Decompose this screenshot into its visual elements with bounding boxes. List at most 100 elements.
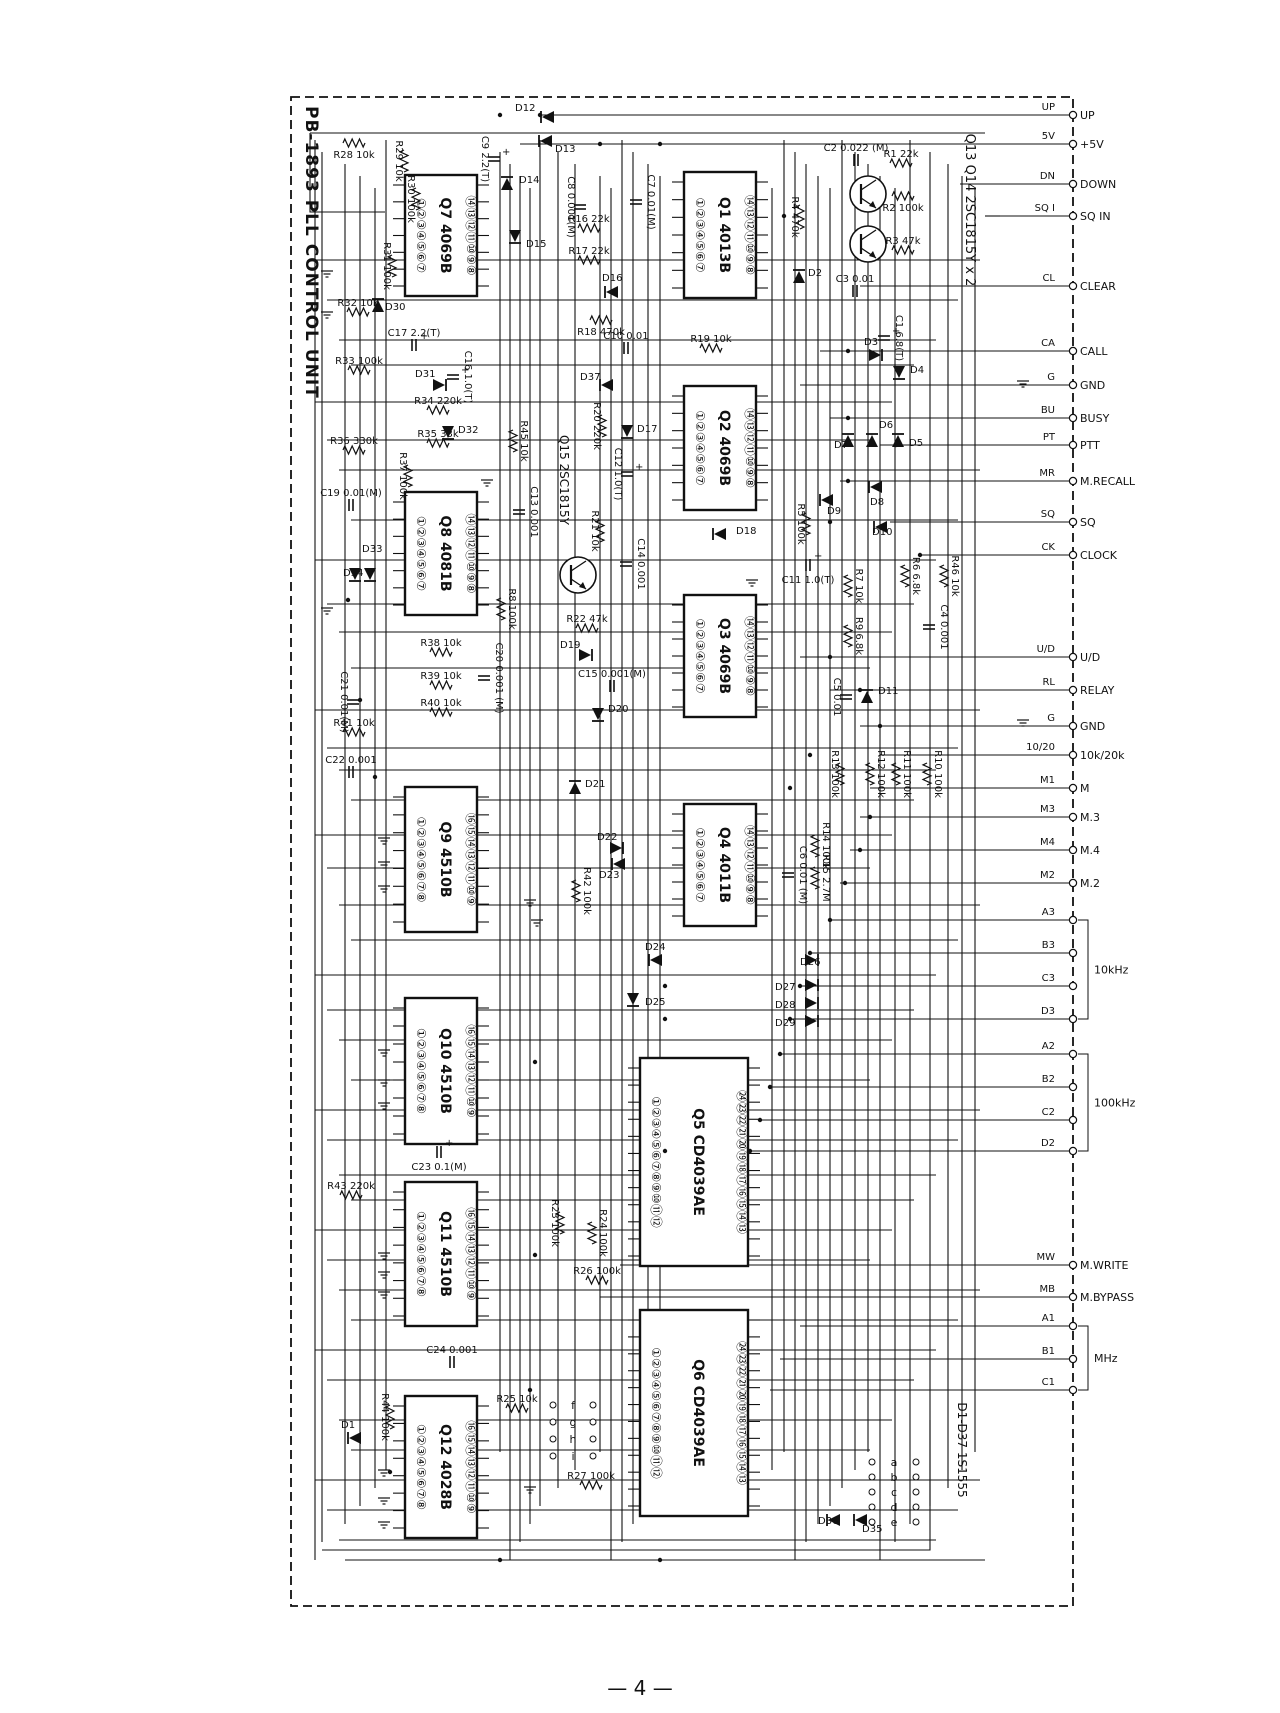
resistor-r16 <box>577 222 601 234</box>
terminal-tag: A3 <box>1042 907 1055 918</box>
diode-label: D5 <box>909 438 923 449</box>
resistor-r20 <box>596 414 608 438</box>
diode-d20 <box>592 708 604 720</box>
resistor-label: R44 100k <box>379 1393 390 1441</box>
diode-label: D19 <box>560 640 580 651</box>
resistor-label: R24 100k <box>597 1209 608 1257</box>
jumper-pin <box>549 1435 557 1443</box>
terminal-pad <box>1068 550 1078 560</box>
terminal-relay <box>1068 685 1078 695</box>
capacitor-label: C19 0.01(M) <box>320 488 382 499</box>
ic-body <box>682 593 758 719</box>
resistor-r9 <box>842 624 854 648</box>
resistor-label: R41 10k <box>333 718 375 729</box>
diode-d8 <box>870 481 882 493</box>
junction <box>827 654 833 660</box>
resistor-label: R42 100k <box>581 867 592 915</box>
resistor-r25 <box>505 1402 529 1414</box>
terminal-pad <box>1068 179 1078 189</box>
resistor-label: R22 47k <box>566 614 608 625</box>
terminal-group-label: 100kHz <box>1094 1097 1136 1110</box>
ic-pins-bottom: ①②③④⑤⑥⑦⑧⑨⑩⑪⑫ <box>649 1096 663 1228</box>
ic-pins-top: ⑭⑬⑫⑪⑩⑨⑧ <box>743 825 757 905</box>
terminal-tag: MW <box>1036 1252 1055 1263</box>
resistor-label: R4 470k <box>789 196 800 238</box>
ic-pins-top: ㉔㉓㉒㉑⑳⑲⑱⑰⑯⑮⑭⑬ <box>735 1341 749 1485</box>
resistor-label: R32 10k <box>337 298 379 309</box>
terminal-name: M <box>1080 782 1090 795</box>
junction <box>857 847 863 853</box>
ic-body <box>403 1180 479 1328</box>
resistor-label: R30 100k <box>405 175 416 223</box>
resistor-label: R40 10k <box>420 698 462 709</box>
ic-label: Q6 CD4039AE <box>690 1359 706 1467</box>
diode-d13 <box>540 135 552 147</box>
terminal-b1 <box>1068 1354 1078 1364</box>
terminal-tag: U/D <box>1037 644 1056 655</box>
junction <box>842 880 848 886</box>
ic-body <box>403 1394 479 1540</box>
terminal-pad <box>1068 440 1078 450</box>
transistor-arrow <box>869 201 876 208</box>
junction <box>787 1016 793 1022</box>
jumper-pin <box>912 1488 920 1496</box>
resistor-r22 <box>575 622 599 634</box>
jumper-pin <box>868 1518 876 1526</box>
diode-label: D11 <box>878 686 898 697</box>
terminal-tag: D2 <box>1041 1138 1055 1149</box>
resistor-r46 <box>938 564 950 588</box>
jumper-pin <box>549 1452 557 1460</box>
terminal-up <box>1068 110 1078 120</box>
diode-d17 <box>621 425 633 437</box>
diode-label: D20 <box>608 704 628 715</box>
terminal-group-label: MHz <box>1094 1352 1118 1365</box>
ic-pins-bottom: ①②③④⑤⑥⑦ <box>414 198 428 273</box>
resistor-r38 <box>429 646 453 658</box>
terminal-pad <box>1068 1146 1078 1156</box>
ic-q5 <box>638 1056 750 1268</box>
junction <box>532 1252 538 1258</box>
ic-pins-top: ⑯⑮⑭⑬⑫⑪⑩⑨ <box>464 1024 478 1118</box>
diode-label: D26 <box>800 957 820 968</box>
terminal-c1 <box>1068 1385 1078 1395</box>
jumper-pin <box>868 1458 876 1466</box>
terminal-down <box>1068 179 1078 189</box>
diode-label: D28 <box>775 1000 795 1011</box>
terminal-clock <box>1068 550 1078 560</box>
resistor-label: R33 100k <box>335 356 383 367</box>
jumper-pin-label: f <box>571 1399 576 1412</box>
junction <box>917 552 923 558</box>
terminal-pad <box>1068 721 1078 731</box>
resistor-r40 <box>429 706 453 718</box>
terminal-a1 <box>1068 1321 1078 1331</box>
ic-q4 <box>682 802 758 928</box>
ic-pins-bottom: ①②③④⑤⑥⑦ <box>693 618 707 693</box>
junction <box>797 983 803 989</box>
diode-d11 <box>861 691 873 703</box>
ic-q1 <box>682 170 758 300</box>
ic-pins-bottom: ①②③④⑤⑥⑦ <box>693 410 707 485</box>
resistor-r29 <box>398 149 410 173</box>
diode-d16 <box>606 286 618 298</box>
resistor-r7 <box>842 574 854 598</box>
diode-label: D16 <box>602 273 622 284</box>
terminal-tag: CL <box>1042 273 1055 284</box>
ic-pins-top: ⑭⑬⑫⑪⑩⑨⑧ <box>464 195 478 275</box>
jumper-pin-label: c <box>891 1486 897 1499</box>
ic-pins-top: ⑯⑮⑭⑬⑫⑪⑩⑨ <box>464 1207 478 1301</box>
resistor-label: R3 47k <box>885 236 920 247</box>
resistor-label: R7 10k <box>853 568 864 603</box>
resistor-label: R17 22k <box>568 246 610 257</box>
ic-label: Q9 4510B <box>437 821 453 897</box>
capacitor-label: C22 0.001 <box>325 755 377 766</box>
capacitor-label: C2 0.022 (M) <box>824 143 889 154</box>
terminal-name: M.3 <box>1080 811 1100 824</box>
transistor-q13 <box>849 175 887 213</box>
capacitor-label: C14 0.001 <box>635 538 646 590</box>
diode-label: D7 <box>834 440 848 451</box>
ic-q10 <box>403 996 479 1146</box>
terminal-pad <box>1068 380 1078 390</box>
resistor-label: R29 10k <box>393 140 404 182</box>
diode-label: D17 <box>637 424 657 435</box>
terminal-tag: G <box>1047 372 1055 383</box>
